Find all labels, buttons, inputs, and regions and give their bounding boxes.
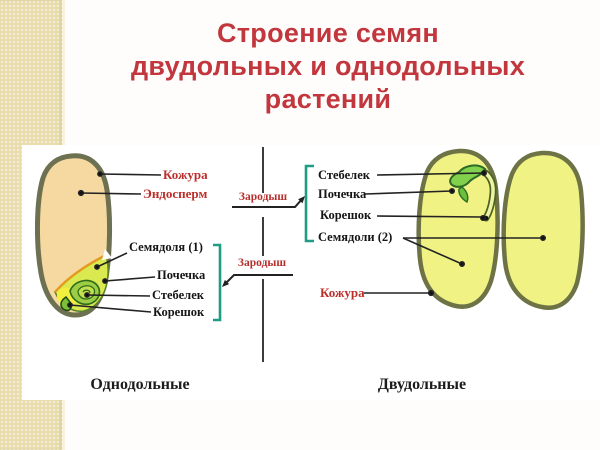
label-koreshok-monocot: Корешок	[153, 305, 205, 319]
seed-diagram-panel: Кожура Эндосперм Семядоля (1) Почечка Ст…	[22, 145, 600, 400]
caption-monocots: Однодольные	[90, 376, 190, 393]
slide-title-line1: Строение семян	[216, 18, 440, 48]
label-endosperm: Эндосперм	[143, 186, 208, 201]
label-zarodysh-lower: Зародыш	[237, 257, 287, 269]
label-koreshok-dicot: Корешок	[320, 208, 372, 222]
label-semyadolya-monocot: Семядоля (1)	[129, 240, 203, 254]
label-stebelek-dicot: Стебелек	[318, 168, 370, 182]
zarodysh-arrow-lower	[222, 274, 293, 287]
monocot-seed-illustration	[35, 153, 113, 318]
seed-diagram-drawing	[35, 147, 585, 362]
slide-title: Строение семян двудольных и однодольных …	[58, 17, 598, 116]
label-kozhura-monocot: Кожура	[163, 167, 208, 182]
caption-dicots: Двудольные	[377, 376, 467, 393]
label-stebelek-monocot: Стебелек	[152, 288, 204, 302]
label-zarodysh-upper: Зародыш	[238, 191, 288, 203]
monocot-leader-lines	[67, 171, 162, 313]
slide-title-line2: двудольных и однодольных	[130, 51, 526, 81]
zarodysh-arrow-upper	[232, 196, 305, 208]
label-pochechka-monocot: Почечка	[157, 268, 206, 282]
embryo-bracket-dicot	[304, 164, 314, 243]
label-kozhura-dicot: Кожура	[320, 285, 365, 300]
dicot-leader-lines	[364, 169, 546, 297]
slide-title-line3: растений	[264, 84, 392, 114]
label-semyadoli-dicot: Семядоли (2)	[318, 230, 393, 244]
embryo-bracket-monocot	[213, 243, 222, 322]
label-pochechka-dicot: Почечка	[318, 187, 367, 201]
dicot-seed-illustration	[416, 148, 585, 310]
